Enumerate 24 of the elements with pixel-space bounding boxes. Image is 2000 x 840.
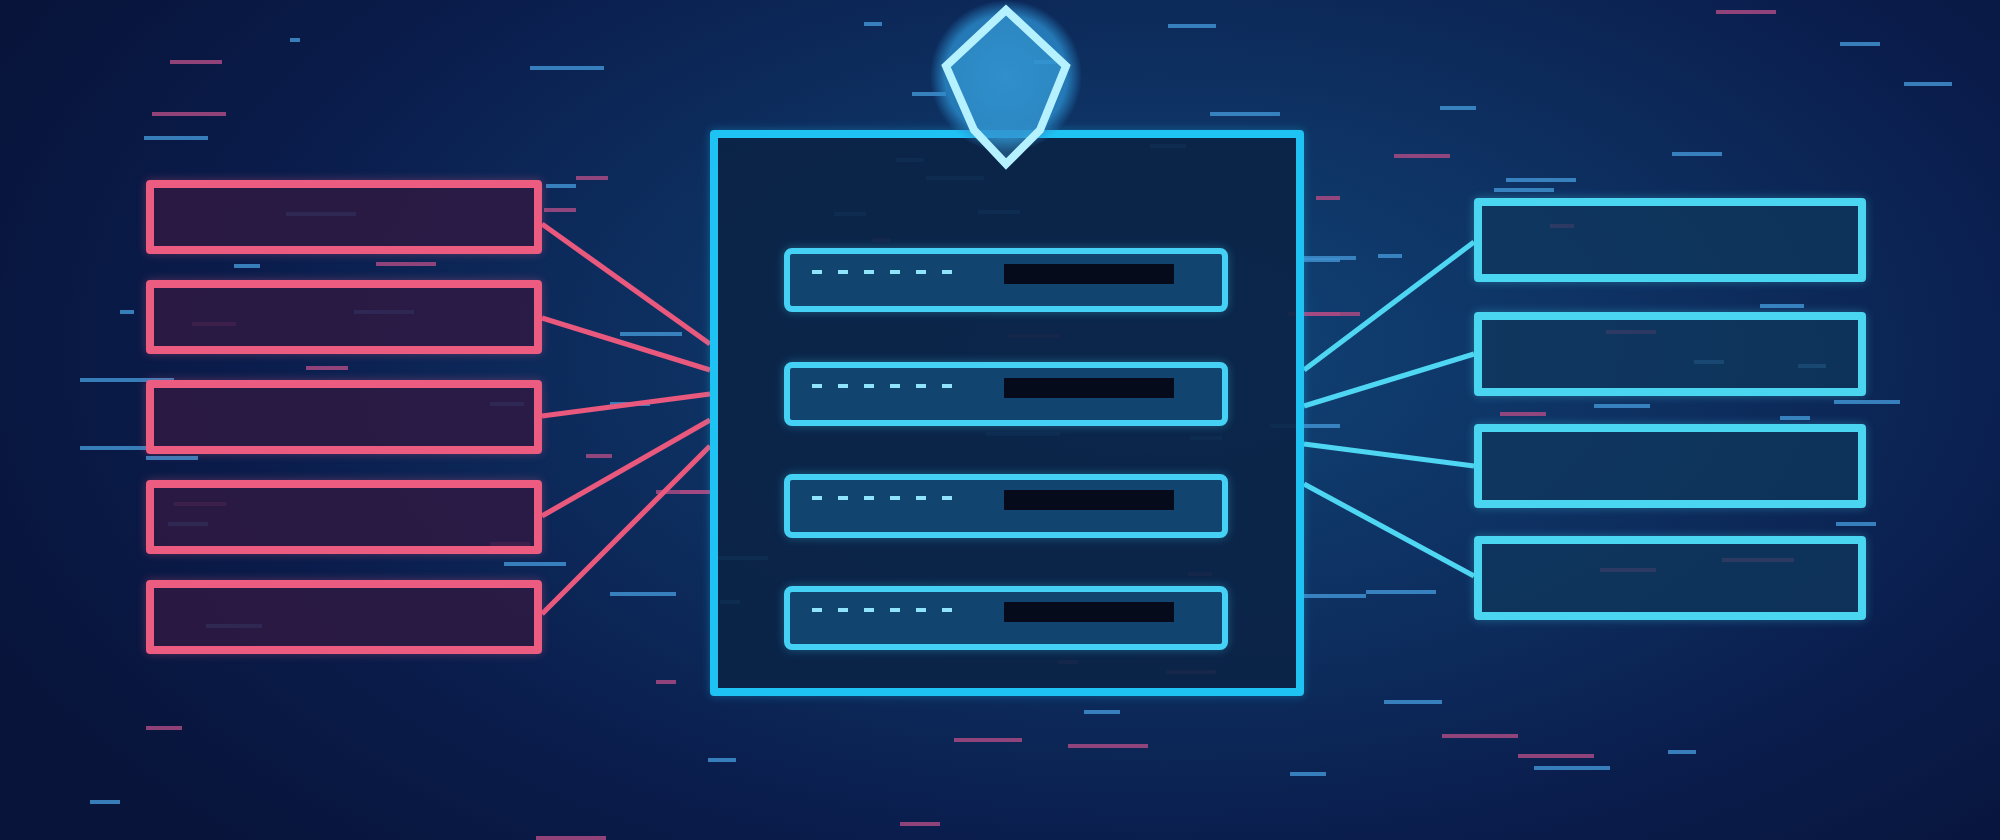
connector-line [540, 221, 712, 347]
connector-line [1302, 481, 1476, 579]
empty-panel [146, 380, 542, 454]
connector-line [1303, 441, 1475, 469]
empty-panel [1474, 198, 1866, 282]
connector-line [540, 417, 712, 519]
empty-panel [146, 480, 542, 554]
row-bar [784, 362, 1228, 426]
empty-panel [146, 280, 542, 354]
connector-line [1303, 351, 1475, 409]
row-bar [784, 248, 1228, 312]
empty-panel [146, 580, 542, 654]
connector-line [540, 444, 712, 616]
container-panel [710, 130, 1304, 696]
connector-line [1302, 239, 1476, 373]
empty-panel [1474, 424, 1866, 508]
empty-panel [1474, 312, 1866, 396]
empty-panel [1474, 536, 1866, 620]
connector-line [541, 391, 711, 419]
connector-line [541, 315, 711, 373]
row-bar [784, 586, 1228, 650]
shield-icon [928, 0, 1084, 172]
row-bar [784, 474, 1228, 538]
empty-panel [146, 180, 542, 254]
